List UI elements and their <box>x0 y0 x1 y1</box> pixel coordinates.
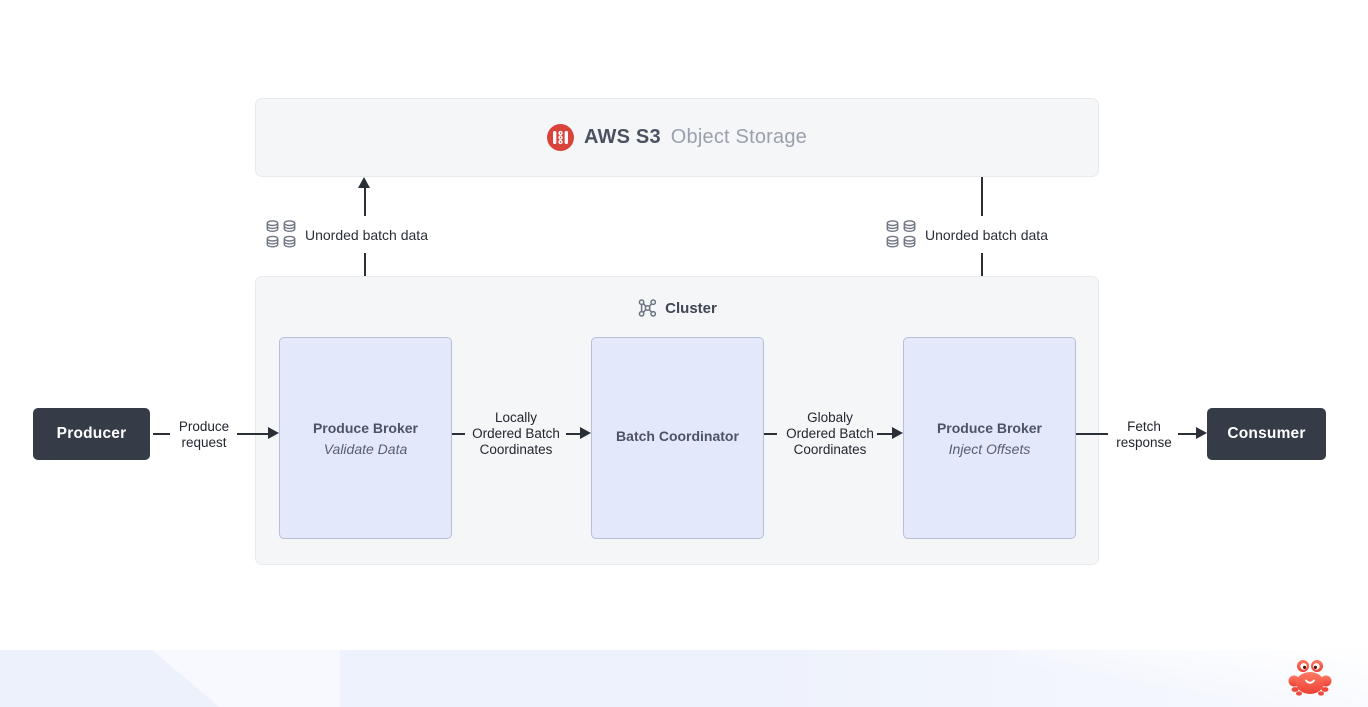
arrowhead-up-icon <box>358 177 370 188</box>
unordered-batch-label-right: Unorded batch data <box>886 216 1058 253</box>
edge-label-locally-ordered: Locally Ordered Batch Coordinates <box>472 410 560 457</box>
connector-broker1-segment <box>452 433 465 435</box>
database-grid-icon <box>886 220 916 249</box>
node-title: Batch Coordinator <box>616 427 739 444</box>
unordered-batch-label-left: Unorded batch data <box>266 216 438 253</box>
cluster-network-icon <box>637 298 657 318</box>
node-subtitle: Inject Offsets <box>948 440 1031 457</box>
node-subtitle: Validate Data <box>323 440 408 457</box>
edge-label-globally-ordered: Globaly Ordered Batch Coordinates <box>786 410 874 457</box>
connector-to-consumer-segment <box>1178 433 1197 435</box>
cluster-header: Cluster <box>255 298 1099 318</box>
crab-icon <box>1286 653 1334 701</box>
s3-panel-title: AWS S3 Object Storage <box>547 124 807 151</box>
connector-producer-segment <box>153 433 170 435</box>
connector-coordinator-segment <box>764 433 777 435</box>
arrowhead-right-icon <box>892 427 903 439</box>
cluster-label: Cluster <box>665 299 717 317</box>
node-title: Produce Broker <box>312 419 419 436</box>
s3-title-strong: AWS S3 <box>584 126 661 148</box>
edge-label-produce-request: Produce request <box>178 419 230 450</box>
connector-to-broker2-segment <box>877 433 893 435</box>
producer-node: Producer <box>33 408 150 460</box>
node-produce-broker-inject: Produce Broker Inject Offsets <box>903 337 1076 539</box>
connector-to-broker1-segment <box>237 433 270 435</box>
node-produce-broker-validate: Produce Broker Validate Data <box>279 337 452 539</box>
s3-bucket-icon <box>547 124 574 151</box>
s3-title-light: Object Storage <box>670 126 807 148</box>
database-grid-icon <box>266 220 296 249</box>
unordered-batch-text: Unorded batch data <box>305 226 428 243</box>
connector-broker2-segment <box>1076 433 1108 435</box>
consumer-node: Consumer <box>1207 408 1326 460</box>
unordered-batch-text: Unorded batch data <box>925 226 1048 243</box>
connector-broker-to-s3 <box>364 180 366 337</box>
arrowhead-right-icon <box>580 427 591 439</box>
node-batch-coordinator: Batch Coordinator <box>591 337 764 539</box>
edge-label-fetch-response: Fetch response <box>1116 419 1172 450</box>
connector-to-coordinator-segment <box>566 433 581 435</box>
arrowhead-right-icon <box>1196 427 1207 439</box>
arrowhead-right-icon <box>268 427 279 439</box>
node-title: Produce Broker <box>936 419 1043 436</box>
s3-storage-panel: AWS S3 Object Storage <box>255 98 1099 177</box>
